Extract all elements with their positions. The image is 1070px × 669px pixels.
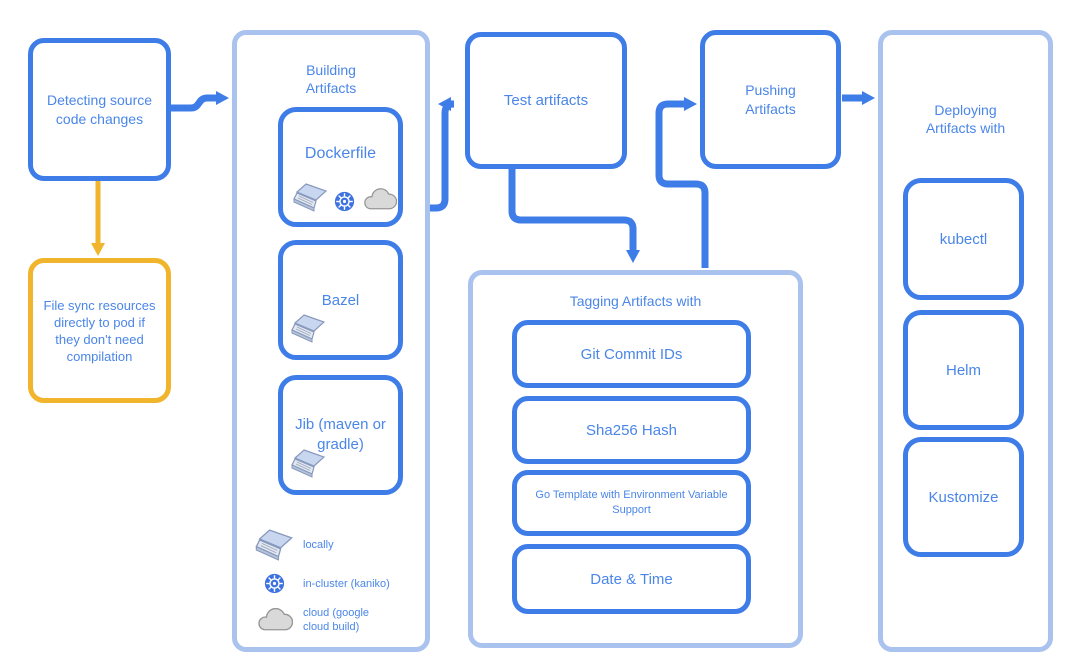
bazel-build-icons: [291, 314, 325, 348]
file-sync-label: File sync resources directly to pod if t…: [43, 297, 156, 364]
dockerfile-build-icons: [293, 183, 397, 212]
arrow-detect-to-building: [171, 91, 229, 112]
cloud-icon: [364, 188, 397, 210]
node-tag-git-commit: Git Commit IDs: [512, 320, 751, 388]
node-helm: Helm: [903, 310, 1024, 430]
bazel-label: Bazel: [321, 291, 360, 309]
cloud-icon: [257, 607, 293, 630]
arrow-tagging-to-pushing: [655, 97, 709, 268]
kubectl-label: kubectl: [939, 230, 988, 248]
test-artifacts-label: Test artifacts: [503, 92, 589, 109]
arrow-building-to-test: [430, 97, 455, 212]
node-test-artifacts: Test artifacts: [465, 32, 627, 169]
jib-label: Jib (maven or gradle): [295, 416, 386, 453]
laptop-icon: [291, 314, 325, 343]
laptop-icon: [293, 183, 327, 212]
arrow-test-to-tagging: [508, 169, 640, 263]
deploying-artifacts-title: Deploying Artifacts with: [925, 102, 1006, 136]
node-kubectl: kubectl: [903, 178, 1024, 300]
building-artifacts-title: Building Artifacts: [305, 62, 357, 96]
laptop-icon: [255, 529, 293, 561]
tag-go-template-label: Go Template with Environment Variable Su…: [535, 489, 728, 516]
legend-label-cloud: cloud (google cloud build): [303, 607, 370, 633]
node-pushing-artifacts: Pushing Artifacts: [700, 30, 841, 169]
node-dockerfile: Dockerfile: [278, 107, 403, 227]
node-file-sync: File sync resources directly to pod if t…: [28, 258, 171, 403]
tagging-artifacts-title: Tagging Artifacts with: [569, 293, 702, 309]
laptop-icon: [291, 449, 325, 478]
container-deploying-artifacts: Deploying Artifacts with kubectl Helm Ku…: [878, 30, 1053, 652]
kustomize-label: Kustomize: [928, 488, 999, 506]
legend-item-in-cluster: in-cluster (kaniko): [253, 573, 423, 594]
tag-sha256-label: Sha256 Hash: [586, 421, 677, 439]
node-bazel: Bazel: [278, 240, 403, 360]
container-tagging-artifacts: Tagging Artifacts with Git Commit IDs Sh…: [468, 270, 803, 648]
legend-item-cloud: cloud (google cloud build): [253, 606, 423, 634]
detecting-label: Detecting source code changes: [46, 91, 153, 127]
kubernetes-icon: [334, 191, 355, 212]
node-jib: Jib (maven or gradle): [278, 375, 403, 495]
node-kustomize: Kustomize: [903, 437, 1024, 557]
helm-label: Helm: [945, 361, 981, 379]
jib-build-icons: [291, 449, 325, 483]
tag-git-commit-label: Git Commit IDs: [580, 345, 683, 363]
node-tag-date-time: Date & Time: [512, 544, 751, 614]
legend-label-in-cluster: in-cluster (kaniko): [303, 577, 390, 590]
legend-item-locally: locally: [253, 529, 423, 561]
pushing-artifacts-label: Pushing Artifacts: [745, 81, 796, 117]
build-location-legend: locally in-cluster (kaniko) cloud (googl…: [253, 529, 423, 646]
kubernetes-icon: [263, 573, 285, 594]
dockerfile-label: Dockerfile: [304, 145, 377, 162]
legend-label-locally: locally: [303, 539, 334, 551]
node-tag-sha256: Sha256 Hash: [512, 396, 751, 464]
tag-date-time-label: Date & Time: [590, 570, 673, 588]
node-detecting-source-changes: Detecting source code changes: [28, 38, 171, 181]
node-tag-go-template: Go Template with Environment Variable Su…: [512, 470, 751, 536]
container-building-artifacts: Building Artifacts Dockerfile Bazel Jib …: [232, 30, 430, 652]
